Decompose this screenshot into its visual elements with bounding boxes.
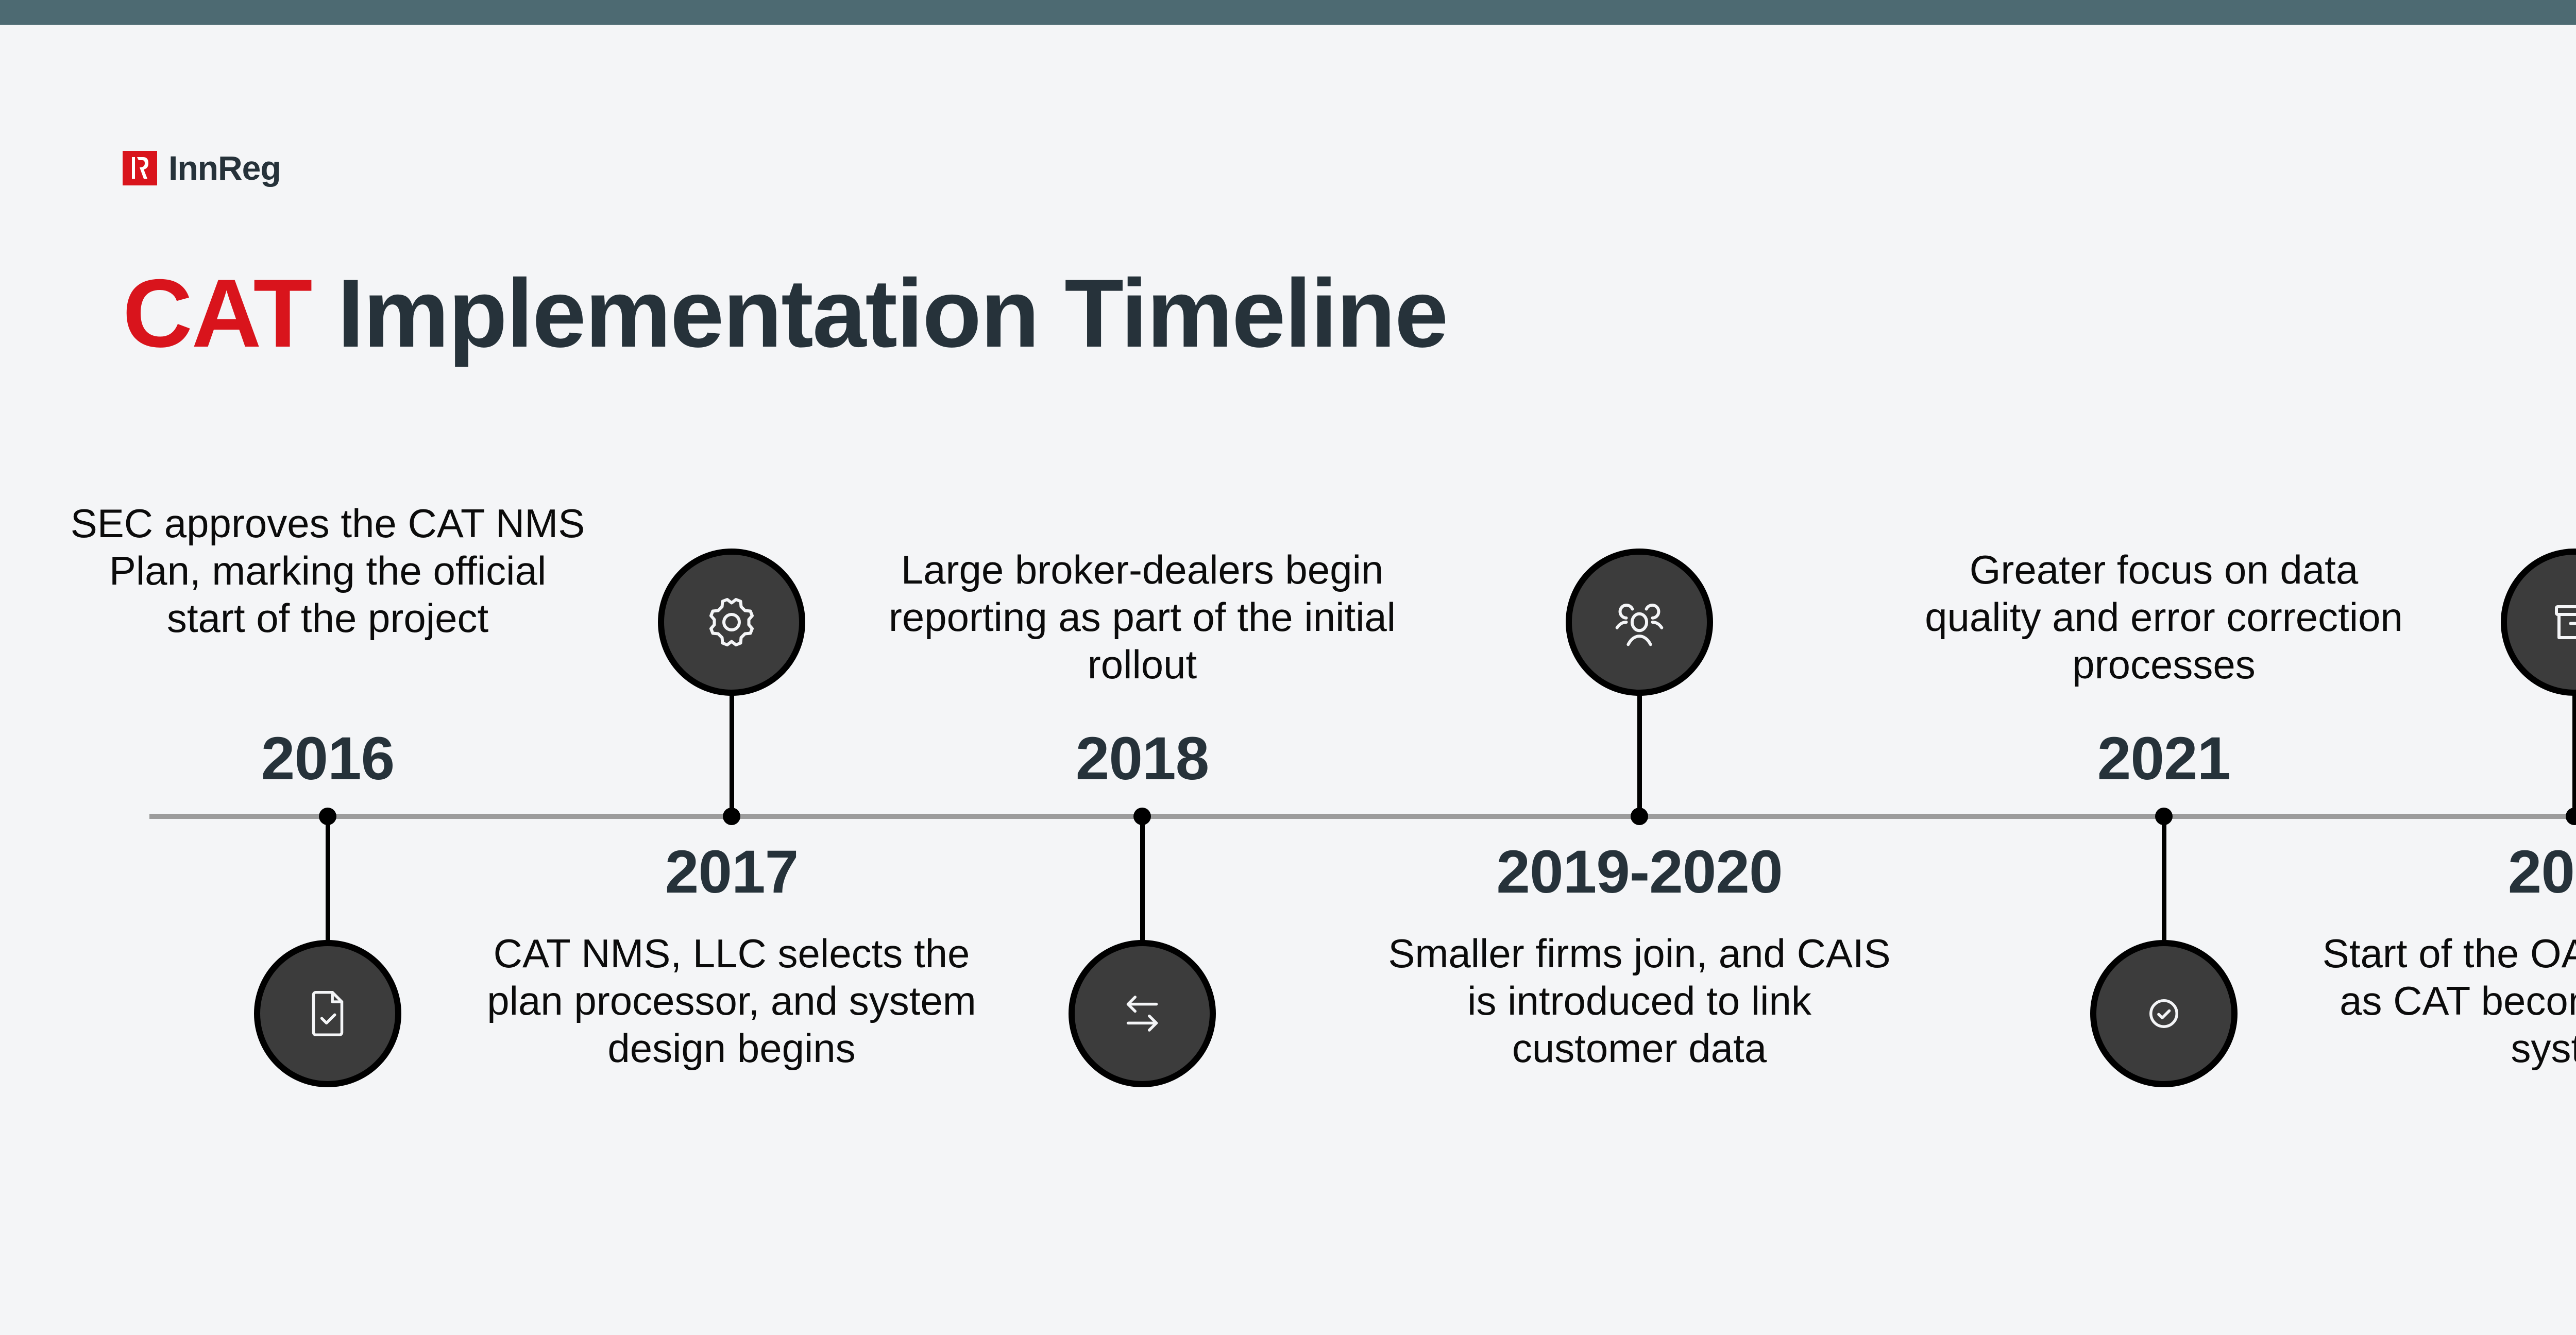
connector-line	[1140, 816, 1145, 943]
timeline-axis	[149, 814, 2576, 819]
page-title: CAT Implementation Timeline	[123, 258, 1449, 369]
logo-text: InnReg	[168, 149, 281, 187]
milestone-year: 2021	[2097, 725, 2231, 793]
milestone-description: Smaller firms join, and CAIS is introduc…	[1388, 931, 1891, 1071]
connector-line	[730, 695, 734, 816]
axis-dot	[2566, 808, 2576, 825]
milestone-description: Greater focus on data quality and error …	[1925, 547, 2403, 687]
top-bar	[0, 0, 2576, 25]
users-group-icon	[1566, 549, 1713, 696]
milestone-year: 2022	[2507, 838, 2576, 906]
file-check-icon	[254, 940, 401, 1087]
milestone-description: Start of the OATS phase-out as CAT becom…	[2322, 931, 2576, 1071]
milestone-year: 2019-2020	[1496, 838, 1783, 906]
milestone-description: CAT NMS, LLC selects the plan processor,…	[487, 931, 976, 1071]
connector-line	[2162, 816, 2166, 943]
milestone-description: Large broker-dealers begin reporting as …	[888, 547, 1396, 687]
axis-dot	[1631, 808, 1648, 825]
connector-line	[326, 816, 330, 943]
axis-dot	[723, 808, 740, 825]
logo-mark-icon	[123, 150, 157, 185]
milestone-year: 2016	[261, 725, 395, 793]
milestone-description: SEC approves the CAT NMS Plan, marking t…	[70, 501, 585, 641]
gear-icon	[658, 549, 805, 696]
connector-line	[1637, 695, 1642, 816]
arrows-exchange-icon	[1069, 940, 1216, 1087]
archive-box-icon	[2501, 549, 2576, 696]
title-accent: CAT	[123, 259, 312, 367]
title-rest: Implementation Timeline	[311, 259, 1449, 367]
connector-line	[2572, 695, 2576, 816]
brand-logo: InnReg	[123, 148, 281, 187]
check-circle-icon	[2090, 940, 2238, 1087]
milestone-year: 2018	[1075, 725, 1210, 793]
milestone-year: 2017	[665, 838, 799, 906]
